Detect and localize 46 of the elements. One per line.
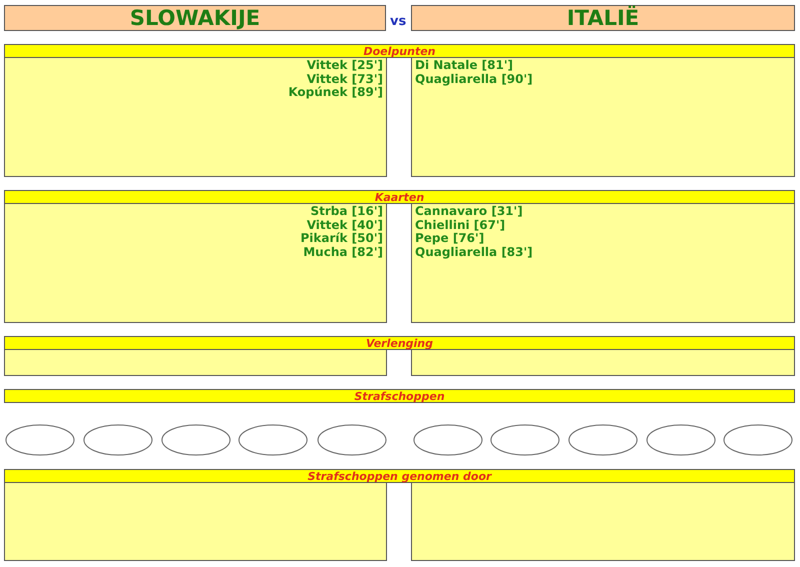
penalty-ellipse (490, 424, 560, 456)
penalty-ellipse (318, 424, 386, 456)
section-header-bar (4, 389, 795, 403)
player-entry: Pikarík [50'] (300, 232, 383, 246)
section-header-bar (4, 44, 795, 58)
panel-box (411, 349, 795, 376)
penalty-ellipse (646, 424, 716, 456)
player-entry: Vittek [40'] (306, 218, 383, 232)
team-name: ITALIË (566, 8, 640, 28)
panel-box (4, 203, 387, 323)
player-entry: Mucha [82'] (303, 246, 383, 259)
section-header-bar (4, 190, 795, 204)
player-entry: Di Natale [81'] (415, 59, 513, 72)
penalty-ellipse (414, 424, 482, 456)
player-entry: Pepe [76'] (415, 232, 484, 246)
team-name-box (411, 5, 795, 31)
team-name: SLOWAKIJE (130, 8, 260, 28)
player-entry: Kopúnek [89'] (288, 86, 383, 100)
section-title: Strafschoppen genomen door (308, 470, 492, 482)
penalty-ellipse (162, 424, 230, 456)
section-title: Verlenging (366, 338, 433, 348)
section-header-bar (4, 336, 795, 350)
versus-label: vs (390, 13, 406, 31)
section-header-bar (4, 469, 795, 483)
player-entry: Strba [16'] (310, 205, 383, 218)
section-title: Kaarten (374, 192, 424, 202)
player-entry: Chiellini [67'] (415, 218, 506, 232)
panel-box (411, 482, 795, 561)
panel-box (411, 57, 795, 177)
penalty-ellipse (724, 424, 792, 456)
panel-box (4, 349, 387, 376)
player-entry: Cannavaro [31'] (415, 205, 523, 218)
penalty-ellipse (238, 424, 308, 456)
penalty-ellipse (568, 424, 638, 456)
player-entry: Vittek [25'] (306, 59, 383, 72)
team-name-box (4, 5, 386, 31)
penalty-ellipse (6, 424, 74, 456)
panel-box (4, 482, 387, 561)
section-title: Doelpunten (363, 46, 436, 56)
penalty-ellipse (84, 424, 152, 456)
panel-box (4, 57, 387, 177)
player-entry: Vittek [73'] (306, 72, 383, 86)
player-entry: Quagliarella [90'] (415, 72, 533, 86)
panel-box (411, 203, 795, 323)
player-entry: Quagliarella [83'] (415, 246, 533, 259)
section-title: Strafschoppen (354, 390, 445, 402)
